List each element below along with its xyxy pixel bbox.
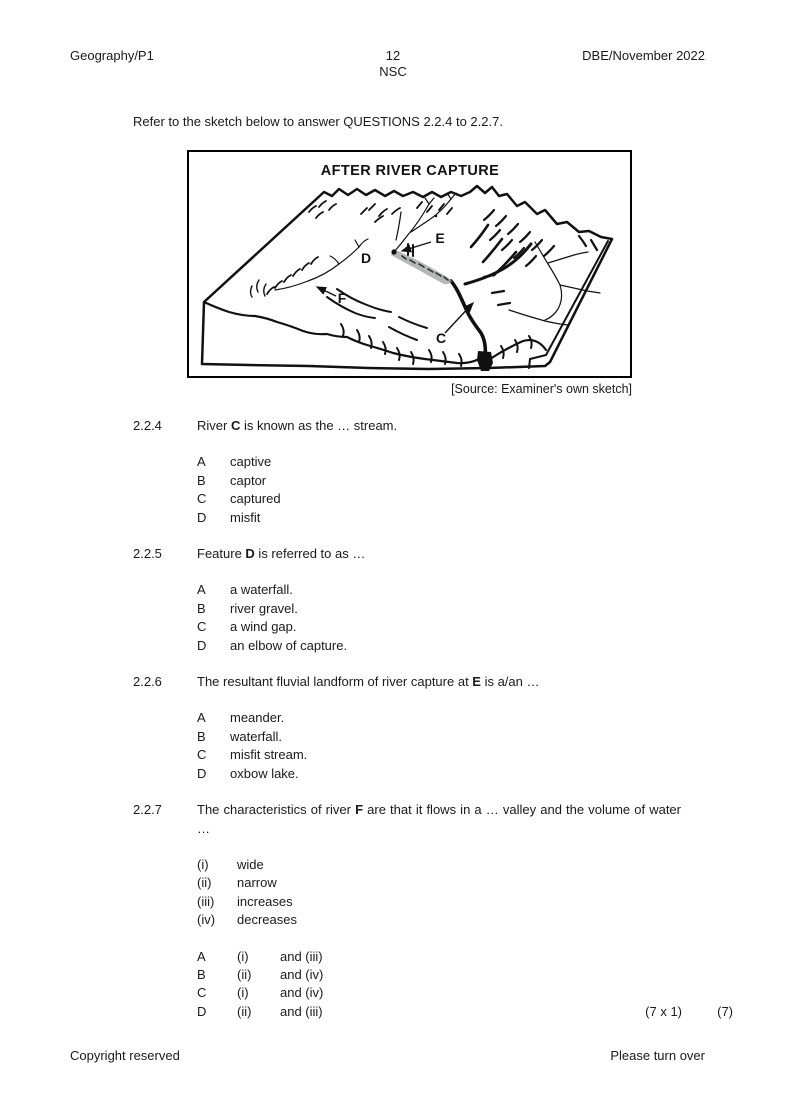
exam-level: NSC [379,64,407,79]
arrow-f [315,286,337,297]
hill-strokes [326,288,533,367]
statement-item: (i)wide [197,856,264,872]
header-doc-title: Geography/P1 [70,48,154,63]
gravel-channel [391,249,452,285]
capture-cliff-ticks [407,243,414,257]
statement-item: (ii)narrow [197,875,277,891]
label-c: C [436,330,446,346]
statement-item: (iv)decreases [197,912,297,928]
question-text: The characteristics of river F are that … [197,802,681,836]
question-2-2-6: 2.2.6 The resultant fluvial landform of … [133,673,681,783]
speck [434,214,438,218]
question-text: Feature D is referred to as … [197,546,366,562]
question-number: 2.2.4 [133,418,162,433]
misfit-stream [249,238,369,298]
arrow-e [400,241,432,253]
option-row: C(i)and (iv) [197,985,324,1001]
right-plain-streams [508,241,601,326]
question-number: 2.2.7 [133,802,162,818]
label-f: F [338,290,347,306]
footer-turn-over: Please turn over [610,1048,705,1063]
captor-river [449,223,533,359]
header-center: 12 NSC [0,48,786,80]
option-row: B(ii)and (iv) [197,966,324,982]
page-number: 12 [385,48,401,63]
intro-instruction: Refer to the sketch below to answer QUES… [133,114,503,129]
block-outline [200,184,614,371]
question-2-2-4: 2.2.4 River C is known as the … stream. … [133,417,681,527]
question-number: 2.2.5 [133,546,162,562]
marks-total: (7) [717,1003,733,1019]
plateau-streams [393,192,457,253]
label-e: E [435,230,444,246]
gravel-dashes [401,255,449,281]
option-row: D(ii)and (iii) (7 x 1) (7) [197,1003,733,1021]
label-d: D [361,250,371,266]
statement-item: (iii)increases [197,893,293,909]
river-spill-blob [477,351,493,371]
question-number: 2.2.6 [133,674,162,690]
ridge-ticks [266,200,453,295]
figure-title: AFTER RIVER CAPTURE [321,163,499,179]
option-row: A(i)and (iii) [197,948,323,964]
page-content: Refer to the sketch below to answer QUES… [133,114,733,1021]
river-capture-sketch: AFTER RIVER CAPTURE [200,163,614,371]
marks-calculation: (7 x 1) [645,1003,682,1019]
header-session: DBE/November 2022 [582,48,705,63]
figure-source: [Source: Examiner's own sketch] [451,382,632,396]
statement-items: (i)wide (ii)narrow (iii)increases (iv)de… [197,856,681,930]
sketch-figure: AFTER RIVER CAPTURE [187,150,632,378]
mountain-hachures [482,208,599,307]
question-text: The resultant fluvial landform of river … [197,674,540,690]
question-text: River C is known as the … stream. [197,418,398,433]
arrow-c [444,301,474,334]
question-2-2-7: 2.2.7 The characteristics of river F are… [133,801,733,1021]
footer-copyright: Copyright reserved [70,1048,180,1063]
